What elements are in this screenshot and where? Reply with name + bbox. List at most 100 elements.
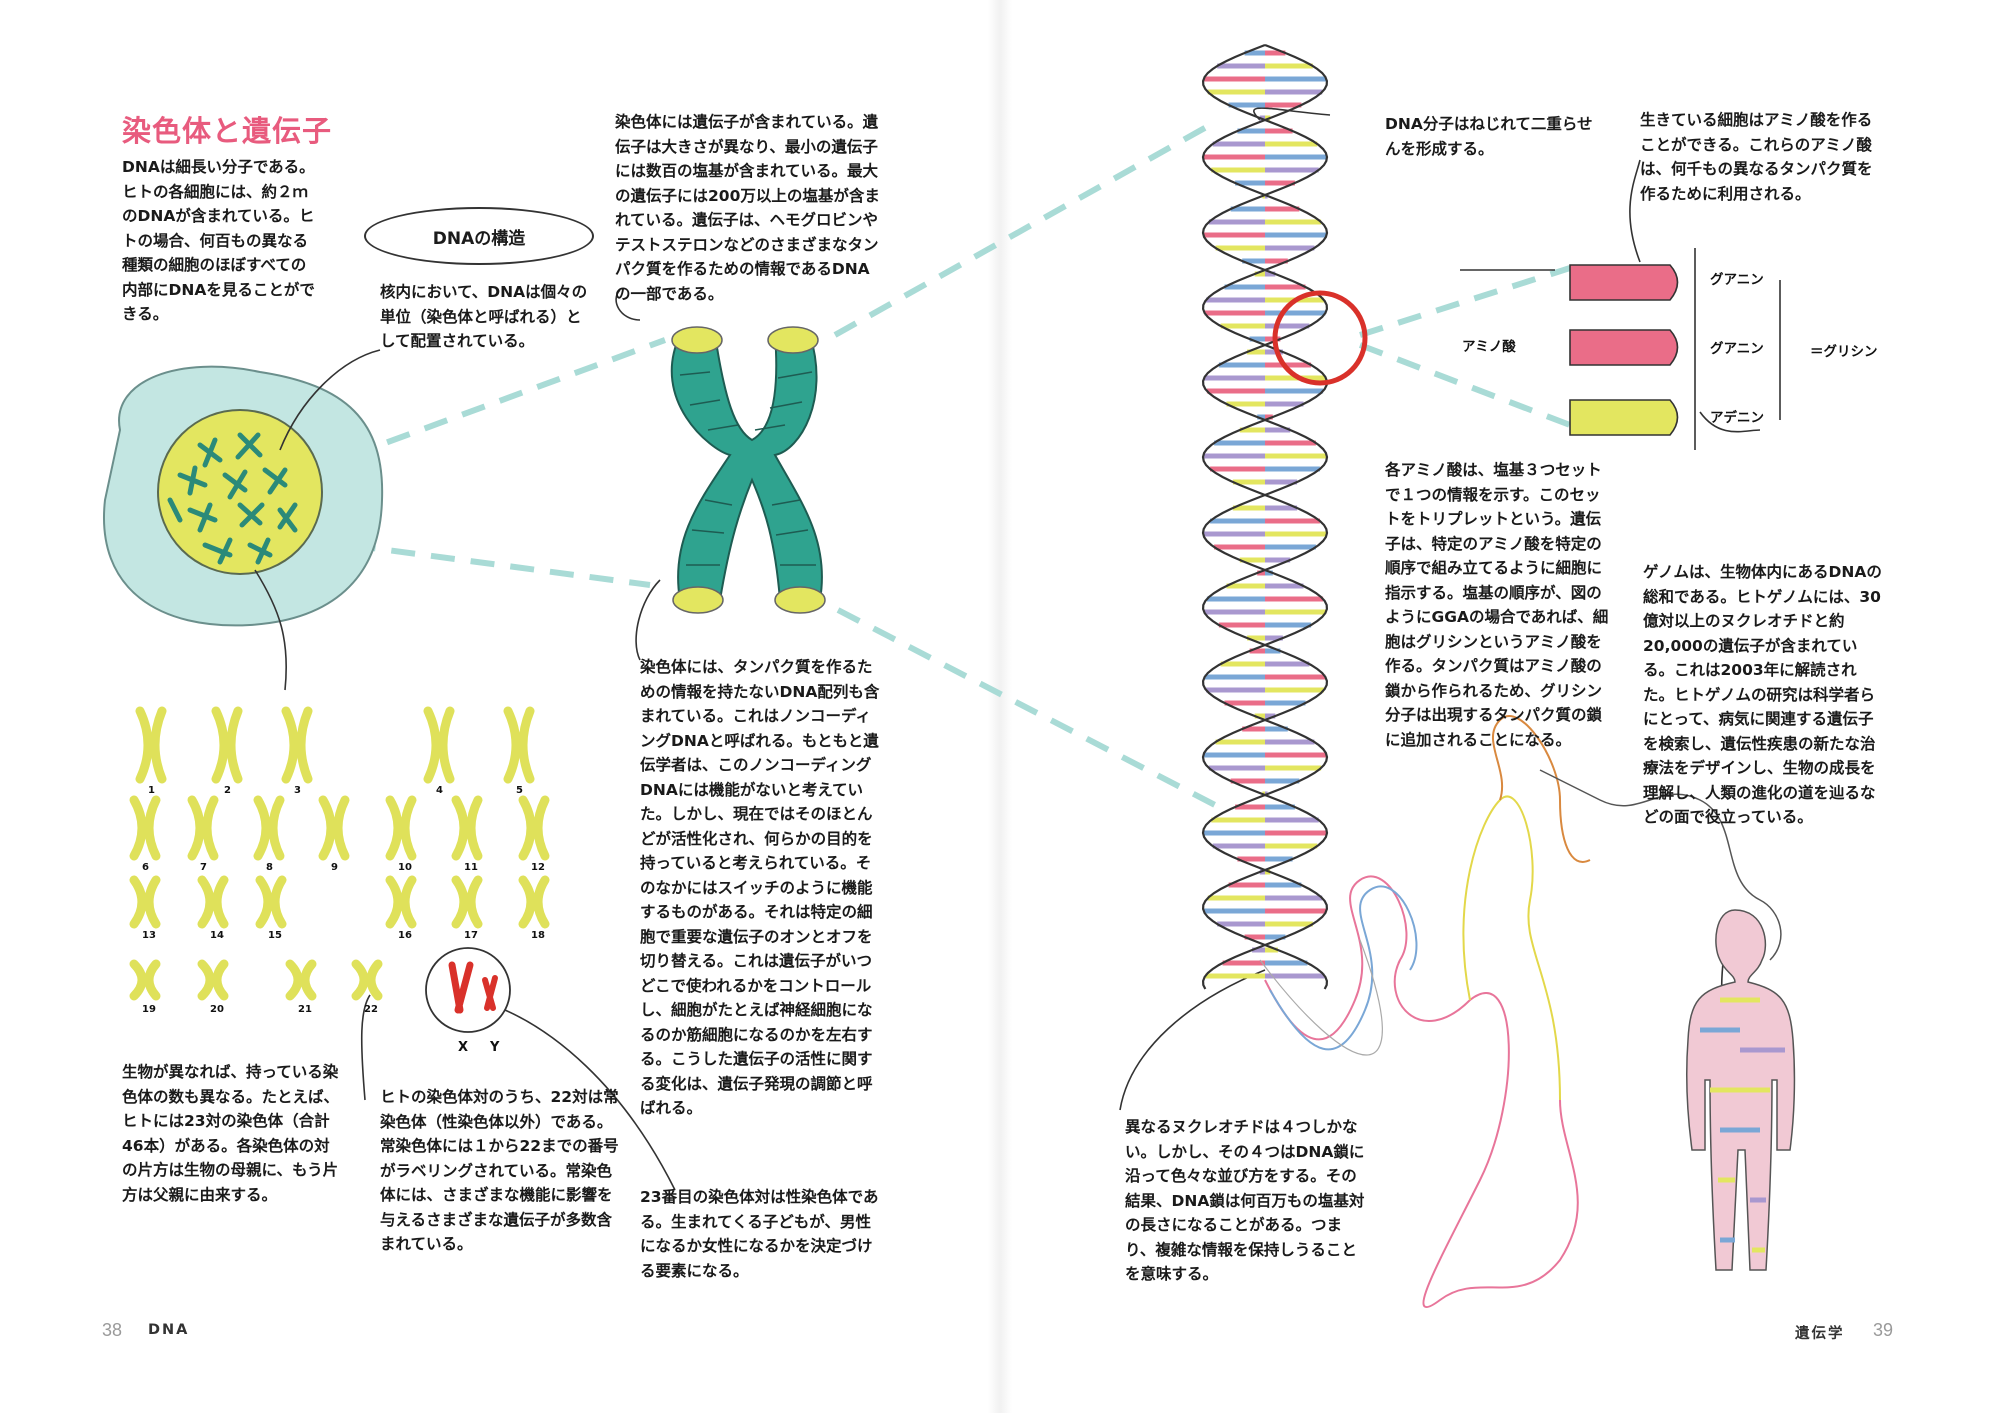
karyotype-chromatid (150, 706, 167, 784)
karyotype-chromosome (385, 795, 403, 861)
karyotype-chromosome (187, 795, 205, 861)
body-dna-blocks (1700, 997, 1785, 1253)
nucleus-caption-post: と呼ばれる）として配置されている。 (380, 307, 582, 351)
chromosome-number: 4 (436, 785, 443, 796)
chromosome-number: 16 (398, 930, 412, 941)
genome-bold: ゲノム (1643, 563, 1690, 581)
chromosome-number: 9 (331, 862, 338, 873)
chromosome-number: 8 (266, 862, 273, 873)
nucleus-chromosomes (167, 432, 298, 565)
karyotype-chromatid (226, 706, 243, 784)
karyotype-chromosome (129, 959, 147, 1001)
genome-body: は、生物体内にあるDNAの総和である。ヒトゲノムには、30億対以上のヌクレオチド… (1643, 563, 1882, 826)
karyotype-chromosome (423, 706, 441, 784)
karyotype-chromosome (197, 959, 215, 1001)
genome-text: ゲノムは、生物体内にあるDNAの総和である。ヒトゲノムには、30億対以上のヌクレ… (1643, 560, 1883, 830)
species-text: 生物が異なれば、持っている染色体の数も異なる。たとえば、ヒトには23対の染色体（… (122, 1063, 340, 1204)
chromosome-number: 14 (210, 930, 224, 941)
autosome-bold: 常染色体 (380, 1088, 619, 1131)
karyotype-chromatid (438, 706, 455, 784)
karyotype-chromosome (385, 875, 403, 929)
base-bar-guanine-2 (1569, 329, 1679, 366)
sex-bold: 性染色体 (785, 1188, 848, 1206)
genes-bold: 遺伝子 (692, 113, 740, 131)
genes-text: 染色体には遺伝子が含まれている。遺伝子は大きさが異なり、最小の遺伝子には数百の塩… (615, 110, 885, 306)
base-label-2: グアニン (1710, 341, 1764, 357)
karyotype-chromatid (366, 959, 383, 1001)
helix-caption: DNA分子はねじれて二重らせんを形成する。 (1385, 115, 1593, 158)
chromosome-number: 7 (200, 862, 207, 873)
karyotype-chromosome (351, 959, 369, 1001)
sex-chromosome-text: 23番目の染色体対は性染色体である。生まれてくる子どもが、男性になるか女性になる… (640, 1185, 880, 1283)
noncoding-bold-1: ノンコーディングDNA (640, 707, 871, 750)
helix-strand-b (1201, 43, 1329, 990)
base-bar-guanine-1 (1569, 264, 1679, 301)
chromosome-x-illustration (670, 326, 826, 614)
karyotype-chromatid (296, 706, 313, 784)
karyotype-chromosome (135, 706, 153, 784)
triplet-bars (1569, 248, 1781, 450)
noncoding-bold-2: 遺伝子発現 (717, 1074, 796, 1093)
triplet-text: 各アミノ酸は、塩基３つセットで１つの情報を示す。このセットをトリプレットという。… (1385, 461, 1609, 749)
karyotype-chromatid (202, 795, 219, 861)
karyotype-shapes (129, 706, 550, 1001)
chromosome-number: 1 (148, 785, 155, 796)
karyotype-chromosome (129, 875, 147, 929)
karyotype-chromatid (333, 795, 350, 861)
karyotype-chromatid (300, 959, 317, 1001)
karyotype-chromosome (451, 875, 469, 929)
karyotype-chart (129, 706, 550, 1033)
triplet-highlight-circle (1272, 290, 1368, 386)
chromosome-number: X (458, 1040, 469, 1055)
helix-strand-a (1201, 43, 1329, 990)
karyotype-chromatid (533, 795, 550, 861)
chromosome-number: 18 (531, 930, 545, 941)
autosome-b: （性染色体以外）である。常染色体には１から22までの番号がラベリングされている。… (380, 1112, 619, 1254)
chromosome-number: 17 (464, 930, 478, 941)
cell-illustration (103, 365, 384, 627)
chromosome-number: 6 (142, 862, 149, 873)
karyotype-chromatid (518, 706, 535, 784)
chromosome-number: 10 (398, 862, 412, 873)
karyotype-chromosome (197, 875, 215, 929)
karyotype-chromatid (212, 959, 229, 1001)
amino-caption: 生きている細胞はアミノ酸を作ることができる。これらのアミノ酸は、何千もの異なるタ… (1640, 111, 1873, 203)
noncoding-text: 染色体には、タンパク質を作るための情報を持たないDNA配列も含まれている。これは… (640, 655, 880, 1121)
karyotype-chromatid (268, 795, 285, 861)
karyotype-chromosome (129, 795, 147, 861)
autosome-a: ヒトの染色体対のうち、22対は (380, 1088, 604, 1106)
base-label-1: グアニン (1710, 272, 1764, 288)
karyotype-chromosome (255, 875, 273, 929)
karyotype-chromosome (253, 795, 271, 861)
autosome-text: ヒトの染色体対のうち、22対は常染色体（性染色体以外）である。常染色体には１から… (380, 1085, 625, 1257)
karyotype-chromatid (400, 795, 417, 861)
intro-text: DNAは細長い分子である。ヒトの各細胞には、約２ｍのDNAが含まれている。ヒトの… (122, 158, 315, 323)
base-label-3: アデニン (1710, 410, 1764, 426)
chromosome-number: 20 (210, 1004, 224, 1015)
callout-lines (254, 107, 1761, 1191)
chromosome-number: 3 (294, 785, 301, 796)
karyotype-chromatid (212, 875, 229, 929)
karyotype-chromatid (533, 875, 550, 929)
section-heading: 染色体と遺伝子 (122, 114, 333, 148)
karyotype-chromosome (518, 795, 536, 861)
chromosome-number: 21 (298, 1004, 312, 1015)
karyotype-chromatid (144, 795, 161, 861)
chromosome-number: 2 (224, 785, 231, 796)
page-number-right: 39 (1873, 1320, 1894, 1340)
sex-b: である。生まれてくる子どもが、男性になるか女性になるかを決定づける要素になる。 (640, 1188, 879, 1280)
nucleus-caption: 核内において、DNAは個々の単位（染色体と呼ばれる）として配置されている。 (380, 280, 595, 354)
noncoding-c: の調節と呼ばれる。 (640, 1074, 873, 1118)
chromosome-number: 22 (364, 1004, 378, 1015)
running-head-right: 遺伝学 (1795, 1326, 1845, 1342)
base-bar-adenine (1569, 399, 1679, 436)
chromosome-number: 19 (142, 1004, 156, 1015)
noncoding-a: 染色体には、タンパク質を作るための情報を持たないDNA配列も含まれている。これは (640, 658, 880, 725)
helix-base-pairs (1203, 50, 1327, 979)
human-figure (1686, 909, 1796, 1271)
karyotype-chromosome (285, 959, 303, 1001)
karyotype-chromatid (270, 875, 287, 929)
sex-chromosome-circle (425, 947, 511, 1033)
